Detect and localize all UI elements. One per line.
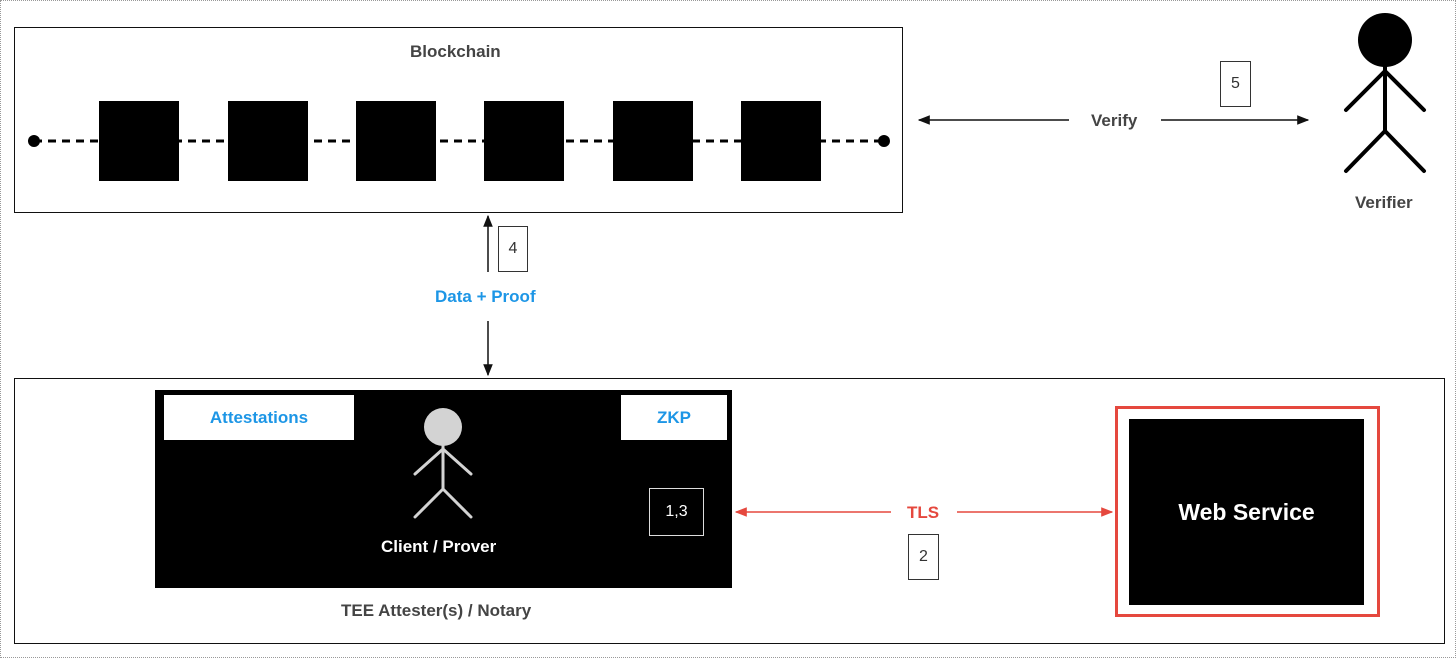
- zkp-label: ZKP: [657, 407, 691, 427]
- attestations-label: Attestations: [209, 407, 309, 427]
- zkp-box: ZKP: [621, 395, 727, 440]
- chain-block: [356, 101, 436, 181]
- client-prover-label: Client / Prover: [381, 537, 497, 556]
- verifier-stick-figure-icon: [1344, 13, 1426, 173]
- step-2-badge: 2: [908, 534, 939, 580]
- verifier-label: Verifier: [1355, 193, 1413, 212]
- attestations-box: Attestations: [164, 395, 354, 440]
- web-service-box: Web Service: [1129, 419, 1364, 605]
- step-5-badge: 5: [1220, 61, 1251, 107]
- client-stick-figure-icon: [413, 408, 473, 519]
- tls-label: TLS: [907, 503, 940, 522]
- step-4-badge: 4: [498, 226, 528, 272]
- blockchain-title: Blockchain: [410, 42, 501, 61]
- step-1-3-badge: 1,3: [649, 488, 704, 536]
- chain-block: [228, 101, 308, 181]
- verify-label: Verify: [1091, 111, 1138, 130]
- chain-end-dot: [878, 135, 890, 147]
- tee-label: TEE Attester(s) / Notary: [341, 601, 532, 620]
- web-service-label: Web Service: [1178, 498, 1315, 525]
- data-proof-label: Data + Proof: [435, 287, 536, 306]
- step-1-3-label: 1,3: [665, 503, 688, 520]
- chain-start-dot: [28, 135, 40, 147]
